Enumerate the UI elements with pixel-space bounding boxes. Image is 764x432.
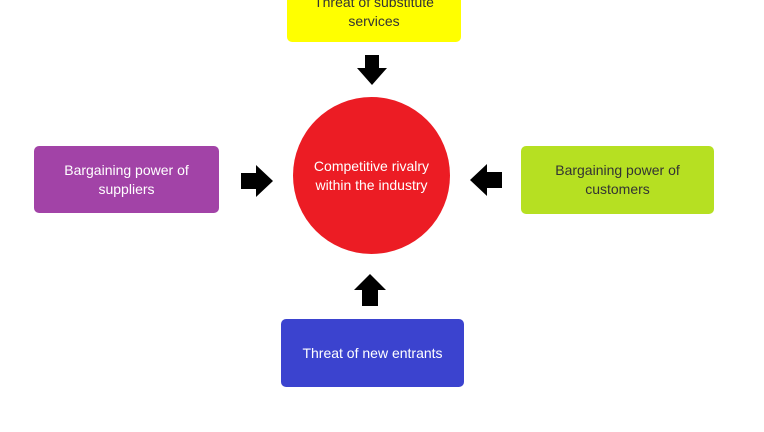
right-arrow-icon bbox=[241, 165, 273, 197]
force-label-customers: Bargaining power of customers bbox=[555, 162, 680, 197]
force-box-entrants: Threat of new entrants bbox=[281, 319, 464, 387]
center-label-rivalry: Competitive rivalry within the industry bbox=[313, 157, 430, 193]
force-box-suppliers: Bargaining power of suppliers bbox=[34, 146, 219, 213]
center-circle-rivalry: Competitive rivalry within the industry bbox=[293, 97, 450, 254]
force-label-suppliers: Bargaining power of suppliers bbox=[64, 161, 189, 197]
down-arrow-icon bbox=[357, 55, 387, 85]
force-box-customers: Bargaining power of customers bbox=[521, 146, 714, 214]
force-label-entrants: Threat of new entrants bbox=[302, 344, 443, 361]
force-label-substitutes: Threat of substitute services bbox=[314, 0, 434, 29]
up-arrow-icon bbox=[354, 274, 386, 306]
force-box-substitutes: Threat of substitute services bbox=[287, 0, 461, 42]
left-arrow-icon bbox=[470, 164, 502, 196]
